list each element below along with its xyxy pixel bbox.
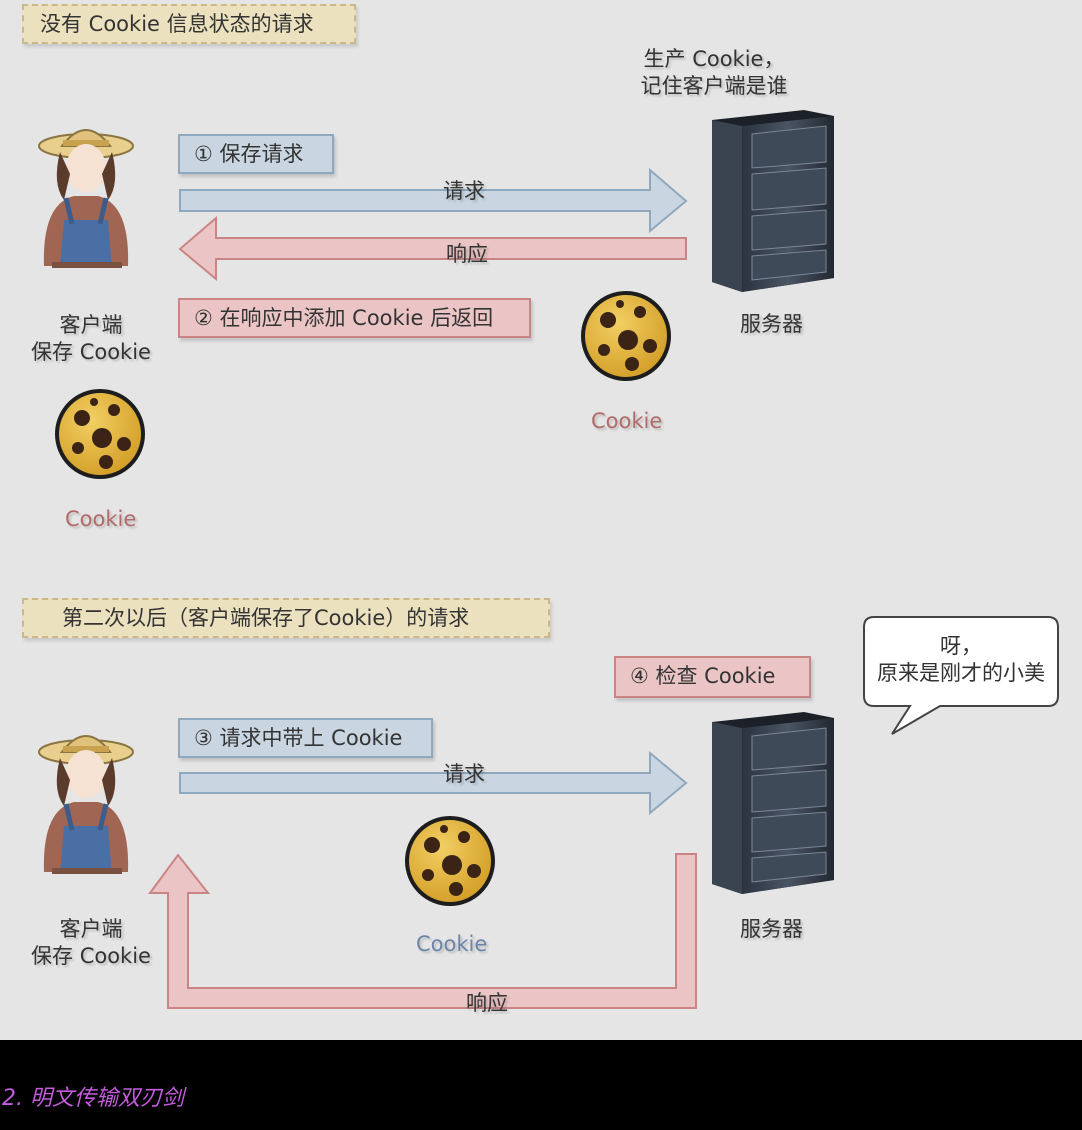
request-arrow-1 [179, 167, 688, 234]
step3-text: ③ 请求中带上 Cookie [194, 726, 403, 750]
client-person-icon [39, 130, 133, 268]
cookie-label-response: Cookie [591, 409, 663, 433]
client-label-2-line1: 客户端 [59, 917, 123, 941]
client-person-icon-2 [39, 736, 133, 874]
response-arrow-1 [178, 215, 687, 282]
response-arrow-2 [148, 853, 697, 1009]
diagram-figure: 没有 Cookie 信息状态的请求 生产 Cookie， 记住客户端是谁 ① 保… [0, 0, 1082, 1040]
speech-bubble-icon [863, 616, 1059, 735]
server-label-1: 服务器 [740, 312, 803, 336]
cookie-label-request: Cookie [416, 932, 488, 956]
step2-text: ② 在响应中添加 Cookie 后返回 [194, 306, 494, 330]
server-note-line2: 记住客户端是谁 [640, 74, 788, 98]
cookie-label-client: Cookie [65, 507, 137, 531]
scene1-title-note: 没有 Cookie 信息状态的请求 [22, 4, 356, 44]
server-note: 生产 Cookie， 记住客户端是谁 [624, 46, 804, 100]
server-label-2: 服务器 [740, 917, 803, 941]
scene2-title: 第二次以后（客户端保存了Cookie）的请求 [62, 606, 470, 630]
request-label-1: 请求 [443, 179, 485, 203]
step1-label: ① 保存请求 [178, 134, 334, 174]
cookie-icon-request [405, 816, 495, 906]
response-label-1: 响应 [446, 242, 488, 266]
step3-label: ③ 请求中带上 Cookie [178, 718, 433, 758]
scene1-title: 没有 Cookie 信息状态的请求 [40, 12, 314, 36]
client-label-1-line1: 客户端 [59, 313, 123, 337]
cookie-icon-client [55, 389, 145, 479]
cookie-icon-response [581, 291, 671, 381]
client-label-2-line2: 保存 Cookie [31, 944, 151, 968]
response-label-2: 响应 [466, 991, 508, 1015]
client-label-1-line2: 保存 Cookie [31, 340, 151, 364]
bubble-line1: 呀， [940, 634, 982, 658]
step4-label: ④ 检查 Cookie [614, 656, 811, 698]
speech-bubble-text: 呀， 原来是刚才的小美 [864, 633, 1058, 687]
bubble-line2: 原来是刚才的小美 [877, 661, 1045, 685]
request-arrow-2 [179, 750, 688, 816]
client-label-1: 客户端 保存 Cookie [24, 312, 158, 366]
server-note-line1: 生产 Cookie， [643, 47, 785, 71]
step2-label: ② 在响应中添加 Cookie 后返回 [178, 298, 531, 338]
section-heading: 2. 明文传输双刃剑 [2, 1086, 184, 1111]
scene2-title-note: 第二次以后（客户端保存了Cookie）的请求 [22, 598, 550, 638]
diagram-graphics [0, 109, 1059, 1009]
server-rack-icon [711, 109, 835, 293]
client-label-2: 客户端 保存 Cookie [24, 916, 158, 970]
server-rack-icon-2 [711, 711, 835, 895]
request-label-2: 请求 [443, 762, 485, 786]
step4-text: ④ 检查 Cookie [630, 664, 776, 688]
step1-text: ① 保存请求 [194, 142, 304, 166]
